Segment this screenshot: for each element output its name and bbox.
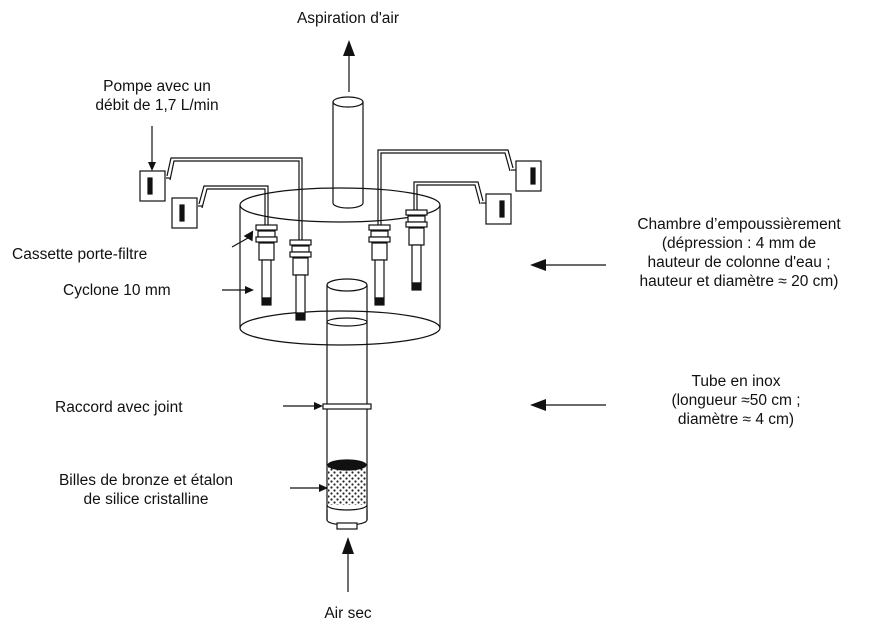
steel-tube-line-1: Tube en inox <box>691 373 781 390</box>
beads-leader-arrow <box>290 484 328 492</box>
sampler-3 <box>368 224 391 306</box>
steel-tube-label: Tube en inox (longueur ≈50 cm ; diamètre… <box>606 372 866 429</box>
pump-1 <box>139 170 171 202</box>
pump-label-line-2: débit de 1,7 L/min <box>95 97 219 114</box>
filter-cassette-label: Cassette porte-filtre <box>12 246 148 263</box>
dust-chamber-line-1: Chambre d’empoussièrement <box>637 216 841 233</box>
cyclone-label: Cyclone 10 mm <box>63 282 171 299</box>
pump-4 <box>481 193 512 225</box>
air-suction-arrow <box>343 40 355 92</box>
beads-label-line-2: de silice cristalline <box>83 491 209 508</box>
steel-tube <box>326 278 368 520</box>
dry-air-arrow <box>342 537 354 592</box>
dry-air-label: Air sec <box>324 605 372 622</box>
beads-label-line-1: Billes de bronze et étalon <box>58 472 234 489</box>
dust-chamber-line-3: hauteur de colonne d'eau ; <box>647 254 831 271</box>
dust-chamber-label: Chambre d’empoussièrement (dépression : … <box>600 215 878 291</box>
cassette-leader-arrow <box>231 230 254 248</box>
pump-3 <box>511 160 542 192</box>
suction-pipe <box>332 96 364 209</box>
dust-chamber <box>239 187 441 346</box>
pump-leader-arrow <box>148 126 156 171</box>
sampler-2 <box>289 239 312 321</box>
dust-chamber-line-4: hauteur et diamètre ≈ 20 cm) <box>639 273 839 290</box>
cyclone-leader-arrow <box>222 286 254 294</box>
tube-arrow <box>530 399 606 411</box>
chamber-arrow <box>530 259 606 271</box>
pump-label-line-1: Pompe avec un <box>103 78 211 95</box>
joint-leader-arrow <box>283 402 323 410</box>
bronze-beads <box>326 459 368 511</box>
steel-tube-line-2: (longueur ≈50 cm ; <box>671 392 801 409</box>
steel-tube-line-3: diamètre ≈ 4 cm) <box>677 411 795 428</box>
pump-label: Pompe avec un débit de 1,7 L/min <box>72 77 242 115</box>
tube-bottom <box>326 510 368 530</box>
sampler-4 <box>405 209 428 291</box>
joint-label: Raccord avec joint <box>55 399 183 416</box>
beads-label: Billes de bronze et étalon de silice cri… <box>20 471 272 509</box>
dust-chamber-line-2: (dépression : 4 mm de <box>661 235 817 252</box>
pump-2 <box>171 197 203 229</box>
sampler-1 <box>255 224 278 306</box>
tubing <box>166 149 514 240</box>
joint-ring <box>322 403 372 410</box>
air-suction-label: Aspiration d'air <box>296 10 400 27</box>
